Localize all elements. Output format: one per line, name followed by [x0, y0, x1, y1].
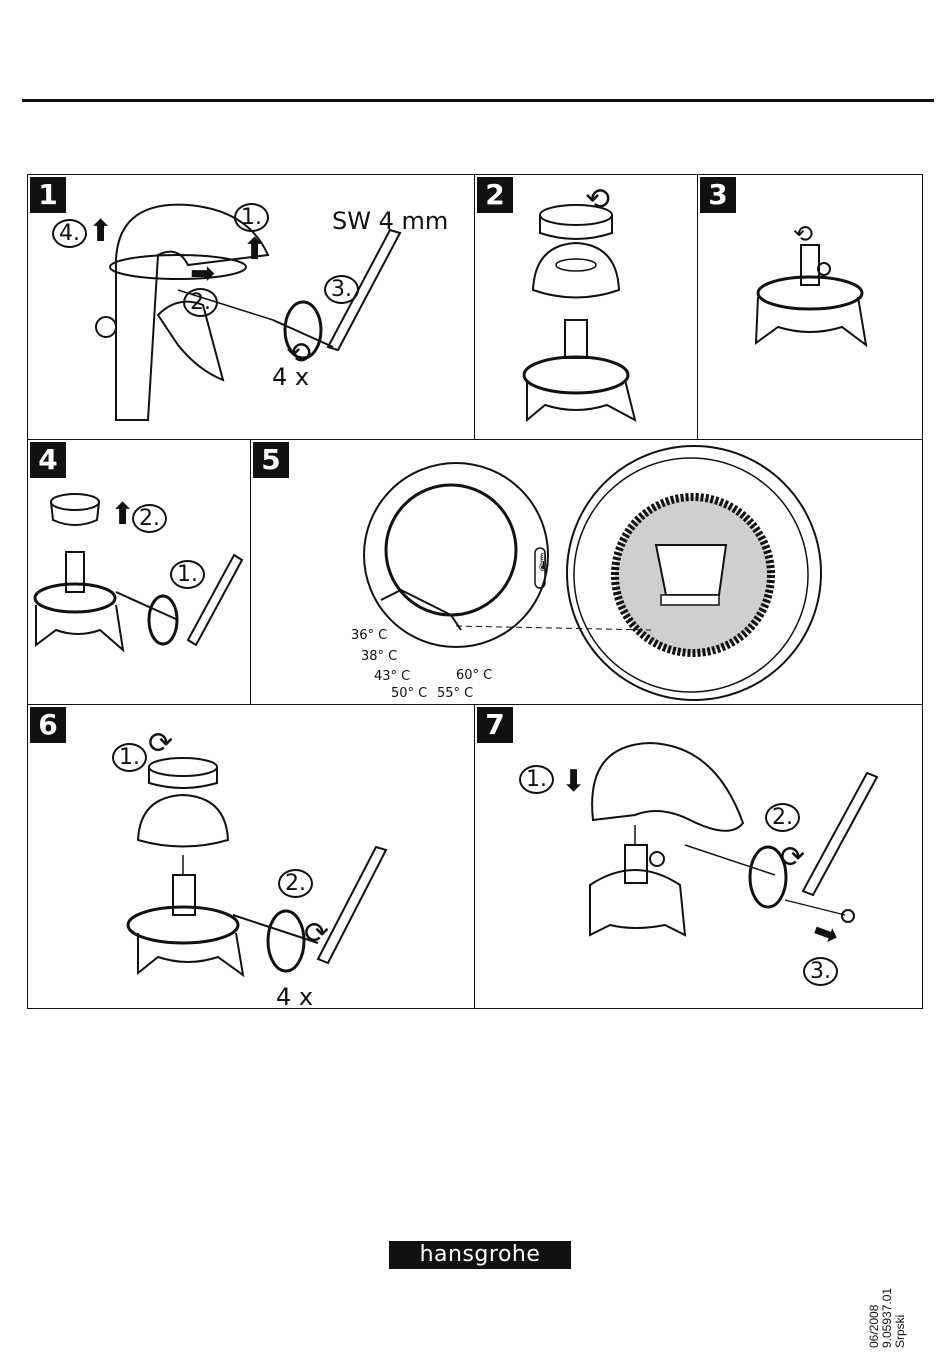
step-label-1: 1.	[519, 765, 554, 794]
rotate-arrow-icon: ⟳	[780, 843, 805, 873]
step-1-panel: 1 SW 4 mm 1. ⬆ 4. ⬆ 2. ➡ 3. ⟲ 4 x	[27, 174, 475, 440]
thermometer-icon: 🌡	[532, 548, 555, 578]
cartridge-illustration	[28, 705, 475, 1009]
step-label-4: 4.	[52, 219, 87, 248]
step-label-1: 1.	[112, 743, 147, 772]
step-7-panel: 7 1. ⬇ 2. ⟳ ➡ 3.	[474, 704, 923, 1009]
temperature-label: 50° C	[391, 686, 427, 701]
arrow-up-icon: ⬆	[88, 217, 113, 247]
step-label-2: 2.	[765, 803, 800, 832]
arrow-right-icon: ➡	[190, 259, 215, 289]
temperature-label: 60° C	[456, 668, 492, 683]
temperature-label: 43° C	[374, 669, 410, 684]
header-rule	[22, 99, 934, 102]
step-5-panel: 5 🌡 36° C 38° C 43° C 50° C 55° C 60° C	[250, 439, 923, 705]
rotate-arrow-icon: ⟳	[148, 729, 173, 759]
rotate-arrow-icon: ⟲	[793, 219, 813, 249]
brand-logo: hansgrohe	[389, 1241, 571, 1269]
document-info: 06/2008 9.05937.01 Srpski	[868, 1288, 907, 1348]
step-6-panel: 6 1. ⟳ 2. ⟳ 4 x	[27, 704, 475, 1009]
temperature-label: 38° C	[361, 649, 397, 664]
step-label-2: 2.	[278, 869, 313, 898]
temperature-scale-illustration	[251, 440, 923, 705]
step-label-3: 3.	[324, 275, 359, 304]
step-2-panel: 2 ⟲	[474, 174, 698, 440]
arrow-down-icon: ⬇	[561, 767, 586, 797]
rotate-arrow-icon: ⟳	[304, 919, 329, 949]
faucet-assembly-illustration	[475, 705, 923, 1009]
step-label-2: 2.	[183, 288, 218, 317]
step-4-panel: 4 ⬆ 2. 1.	[27, 439, 251, 705]
document-language: Srpski	[894, 1288, 907, 1348]
tool-size-label: SW 4 mm	[332, 207, 448, 235]
temperature-label: 55° C	[437, 686, 473, 701]
step-label-1: 1.	[170, 560, 205, 589]
cartridge-illustration	[698, 175, 923, 440]
rotate-arrow-icon: ⟲	[585, 185, 610, 215]
arrow-up-icon: ⬆	[242, 235, 267, 265]
step-label-1: 1.	[234, 203, 269, 232]
step-3-panel: 3 ⟲	[697, 174, 923, 440]
repeat-count-label: 4 x	[276, 983, 313, 1009]
temperature-label: 36° C	[351, 628, 387, 643]
step-label-3: 3.	[803, 957, 838, 986]
repeat-count-label: 4 x	[272, 363, 309, 391]
step-label-2: 2.	[132, 504, 167, 533]
cartridge-illustration	[28, 440, 251, 705]
